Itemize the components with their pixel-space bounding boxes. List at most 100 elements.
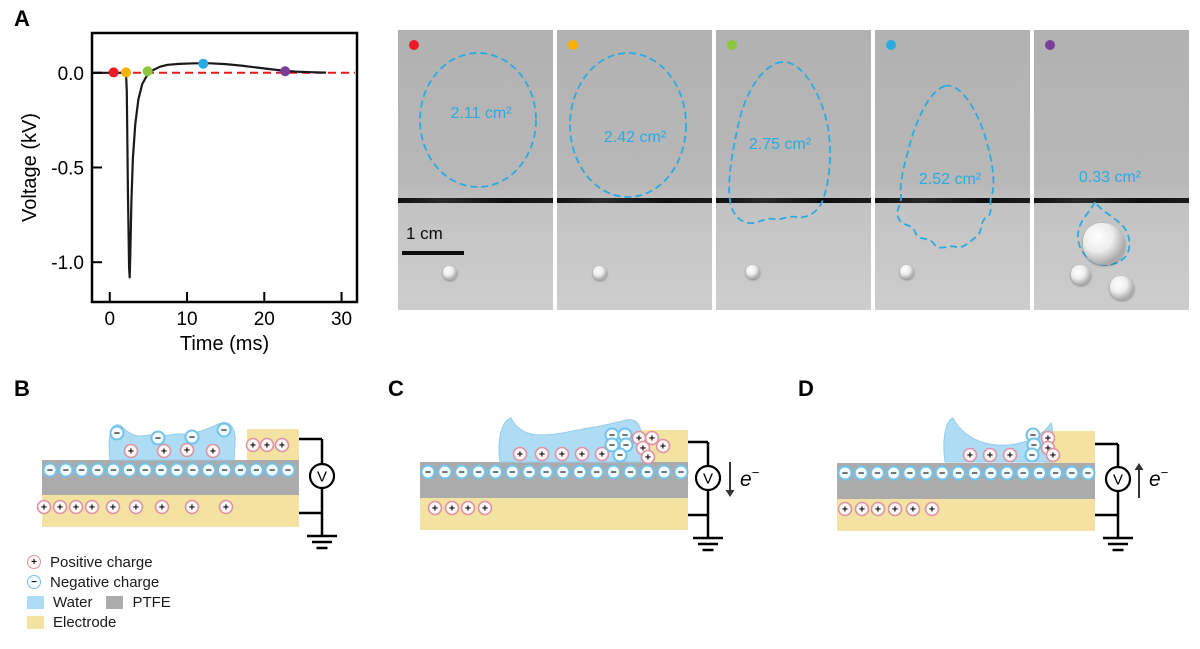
- positive-charge-icon: [245, 437, 261, 453]
- droplet-outline: [1077, 200, 1131, 266]
- electrode-swatch: [27, 615, 44, 629]
- charge-sign: +: [110, 502, 116, 514]
- charge-sign: −: [526, 467, 532, 479]
- water-droplet: [1110, 276, 1134, 300]
- charge-sign: +: [539, 449, 545, 461]
- negative-charge-icon: [216, 422, 232, 438]
- positive-charge-icon: [274, 437, 290, 453]
- panel-a-label: A: [14, 6, 30, 31]
- charge-sign: −: [1031, 440, 1037, 452]
- droplet-outline-layer: [896, 84, 995, 249]
- negative-charge-icon: [918, 465, 934, 481]
- charge-sign: +: [599, 449, 605, 461]
- charge-sign: +: [432, 503, 438, 515]
- charge-sign: −: [221, 465, 227, 477]
- negative-charge-icon: [264, 462, 280, 478]
- charge-sign: −: [923, 468, 929, 480]
- negative-charge-icon: [153, 462, 169, 478]
- positive-charge-icon: [36, 499, 52, 515]
- negative-charge-icon: [853, 465, 869, 481]
- photo-frame: 2.75 cm²: [716, 30, 871, 310]
- positive-charge-icon: [870, 501, 886, 517]
- charge-sign: −: [425, 467, 431, 479]
- droplet-outline-layer: [728, 61, 831, 224]
- negative-charge-icon: [999, 465, 1015, 481]
- photo-frame: 2.52 cm²: [875, 30, 1030, 310]
- charge-sign: +: [449, 503, 455, 515]
- negative-charge-icon: [656, 464, 672, 480]
- y-axis-label: Voltage (kV): [19, 113, 41, 222]
- positive-charge-icon: [123, 443, 139, 459]
- panel-d-label: D: [798, 376, 814, 401]
- charge-sign: +: [875, 504, 881, 516]
- charge-sign: −: [678, 467, 684, 479]
- charge-sign: +: [579, 449, 585, 461]
- charge-sign: +: [41, 502, 47, 514]
- charge-sign: +: [517, 449, 523, 461]
- negative-charge-icon: [950, 465, 966, 481]
- charge-sign: +: [279, 440, 285, 452]
- charge-sign: −: [1085, 468, 1091, 480]
- positive-charge-icon: [156, 443, 172, 459]
- charge-sign: −: [1036, 468, 1042, 480]
- voltmeter-icon: [1104, 465, 1132, 493]
- charge-sign: −: [1029, 450, 1035, 462]
- charge-sign: −: [476, 467, 482, 479]
- charge-sign: −: [142, 465, 148, 477]
- red-time-marker: [108, 67, 119, 78]
- charge-sign: −: [174, 465, 180, 477]
- electrode-edge-line: [1034, 198, 1189, 203]
- positive-charge-icon: [1045, 447, 1061, 463]
- positive-charge-icon: [68, 499, 84, 515]
- negative-charge-icon: [58, 462, 74, 478]
- legend-negative-label: Negative charge: [50, 573, 160, 591]
- positive-charge-icon: [444, 500, 460, 516]
- charge-sign: −: [627, 467, 633, 479]
- green-time-marker: [142, 66, 153, 77]
- x-tick-label: 10: [176, 309, 197, 330]
- electrode-edge-line: [875, 198, 1030, 203]
- charge-sign: +: [640, 443, 646, 455]
- negative-charge-icon: [504, 464, 520, 480]
- droplet-outline-layer: [419, 52, 537, 188]
- positive-charge-icon: [905, 501, 921, 517]
- water-droplet: [593, 266, 607, 280]
- charge-sign: −: [509, 467, 515, 479]
- charge-sign: −: [577, 467, 583, 479]
- negative-charge-icon: [589, 464, 605, 480]
- negative-charge-icon: [934, 465, 950, 481]
- schematic-b-drawing: −−−−−−−−−−−−−−−−+++++++++++++−−−−+++V: [36, 422, 337, 550]
- negative-charge-icon: [217, 462, 233, 478]
- charge-sign: −: [543, 467, 549, 479]
- y-tick-label: 0.0: [58, 64, 84, 85]
- legend-row-materials: Water PTFE: [27, 592, 171, 612]
- droplet-outline: [728, 61, 831, 224]
- voltmeter-label: V: [703, 471, 713, 488]
- electron-superscript: −: [752, 465, 760, 480]
- charge-sign: +: [128, 446, 134, 458]
- charge-sign: −: [907, 468, 913, 480]
- positive-charge-icon: [179, 442, 195, 458]
- voltage-curve: [92, 62, 327, 279]
- negative-charge-icon: [74, 462, 90, 478]
- charge-sign: −: [972, 468, 978, 480]
- charge-sign: +: [189, 502, 195, 514]
- bottom-electrode: [42, 495, 299, 527]
- charge-sign: −: [939, 468, 945, 480]
- charge-sign: +: [482, 503, 488, 515]
- positive-charge-icon: [205, 443, 221, 459]
- charge-sign: −: [442, 467, 448, 479]
- panel-c-label: C: [388, 376, 404, 401]
- electron-arrowhead: [1134, 463, 1144, 470]
- negative-charge-icon: [1048, 465, 1064, 481]
- positive-charge-icon: [427, 500, 443, 516]
- charge-sign: −: [63, 465, 69, 477]
- charge-sign: +: [1045, 443, 1051, 455]
- charge-sign: −: [988, 468, 994, 480]
- negative-charge-icon: [902, 465, 918, 481]
- y-tick-label: -0.5: [51, 159, 84, 180]
- charge-sign: −: [95, 465, 101, 477]
- positive-charge-icon: [854, 501, 870, 517]
